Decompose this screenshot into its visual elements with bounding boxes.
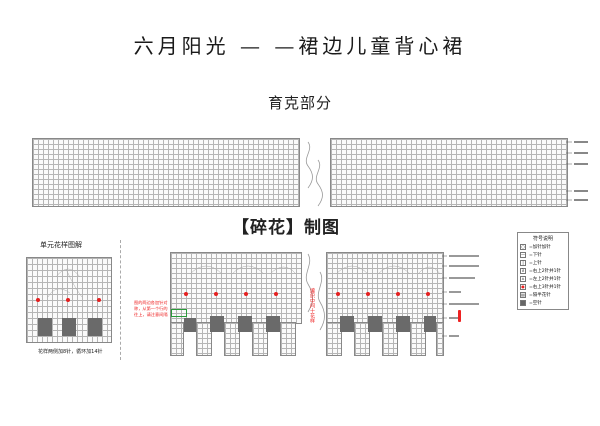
skirt-dot: [366, 292, 370, 296]
legend-row: λ=右上2针并1针: [520, 268, 561, 274]
motif-block: [88, 318, 102, 336]
skirt-teeth: [382, 322, 398, 356]
skirt-grid-right: [326, 252, 444, 324]
author-watermark: 【碎花】制图: [232, 218, 340, 238]
skirt-teeth: [252, 322, 268, 356]
break-marker-2: [305, 253, 325, 331]
row-marker-arrows: [566, 141, 588, 201]
skirt-dot: [426, 292, 430, 296]
skirt-block: [184, 318, 196, 332]
motif-title: 单元花样图解: [40, 241, 82, 249]
motif-block: [38, 318, 52, 336]
skirt-dot: [274, 292, 278, 296]
legend: 符号说明 ○=加针加针 —=下针 |=上针 λ=右上2针并1针 ⋏=左上2针并1…: [517, 232, 569, 310]
legend-row: —=下针: [520, 252, 542, 258]
skirt-block: [238, 316, 252, 332]
skirt-dot: [214, 292, 218, 296]
motif-leaf-lines: [47, 268, 83, 298]
skirt-teeth: [224, 322, 240, 356]
note-left: 图的两边各加针对称，从第一个行的往上，请注意间隔: [134, 300, 168, 317]
note-middle: 编织中间十花样: [309, 288, 315, 323]
skirt-leaf-lines-right: [335, 265, 441, 275]
skirt-block: [340, 316, 354, 332]
legend-row: ▤=隔半花针: [520, 292, 551, 298]
legend-row: |=上针: [520, 259, 566, 267]
yoke-grid-right: [330, 138, 568, 207]
legend-row: ○=加针加针: [520, 244, 551, 250]
legend-row: ⋏=左上2针并1针: [520, 276, 561, 282]
motif-block: [62, 318, 76, 336]
skirt-grid-left: [170, 252, 302, 324]
legend-row: ■=空针: [520, 300, 542, 306]
highlight-box: [171, 309, 187, 317]
motif-dot: [97, 298, 101, 302]
skirt-block: [210, 316, 224, 332]
motif-dot: [66, 298, 70, 302]
skirt-teeth: [354, 322, 370, 356]
skirt-dot: [184, 292, 188, 296]
section-subtitle: 育克部分: [267, 94, 332, 112]
small-needle-icon: [458, 310, 461, 322]
legend-row: ●=右上3针并1针: [520, 284, 561, 290]
skirt-teeth: [436, 322, 444, 356]
page-title: 六月阳光 — —裙边儿童背心裙: [133, 34, 467, 58]
skirt-dot: [396, 292, 400, 296]
motif-dot: [36, 298, 40, 302]
break-marker: [305, 141, 323, 207]
skirt-block: [424, 316, 436, 332]
skirt-block: [368, 316, 382, 332]
skirt-dot: [244, 292, 248, 296]
skirt-teeth: [170, 322, 184, 356]
motif-caption: 花样两侧加8针，循环加14针: [38, 349, 103, 355]
skirt-teeth: [410, 322, 426, 356]
legend-title: 符号说明: [532, 236, 553, 242]
skirt-leaf-lines: [189, 265, 297, 275]
row-markers-bottom: [442, 255, 479, 337]
skirt-teeth: [280, 322, 296, 356]
skirt-dot: [336, 292, 340, 296]
divider: [120, 240, 121, 360]
skirt-teeth: [326, 322, 342, 356]
skirt-block: [266, 316, 280, 332]
skirt-block: [396, 316, 410, 332]
skirt-teeth: [196, 322, 212, 356]
yoke-grid-left: [32, 138, 300, 207]
